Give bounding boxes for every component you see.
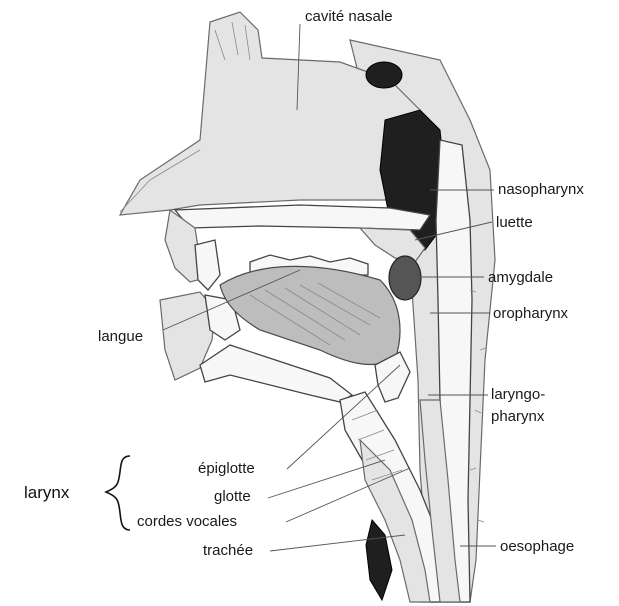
label-glotte: glotte xyxy=(214,488,251,505)
label-oropharynx: oropharynx xyxy=(493,305,569,322)
label-langue: langue xyxy=(98,328,143,345)
label-oesophage: oesophage xyxy=(500,538,574,555)
label-nasopharynx: nasopharynx xyxy=(498,181,584,198)
label-cordes-vocales: cordes vocales xyxy=(137,513,237,530)
upper-teeth xyxy=(195,240,220,290)
label-laryngopharynx-2: pharynx xyxy=(491,408,545,425)
sphenoid-sinus xyxy=(366,62,402,88)
glottis-opening xyxy=(366,520,392,600)
label-larynx: larynx xyxy=(24,483,70,502)
larynx-brace xyxy=(106,456,130,530)
tongue-shape xyxy=(220,266,400,364)
label-trachee: trachée xyxy=(203,542,253,559)
label-amygdale: amygdale xyxy=(488,269,553,286)
label-laryngopharynx-1: laryngo- xyxy=(491,386,545,403)
label-cavite-nasale: cavité nasale xyxy=(305,8,393,25)
tonsil-shape xyxy=(389,256,421,300)
label-luette: luette xyxy=(496,214,533,231)
hard-palate xyxy=(175,205,430,230)
label-epiglotte: épiglotte xyxy=(198,460,255,477)
